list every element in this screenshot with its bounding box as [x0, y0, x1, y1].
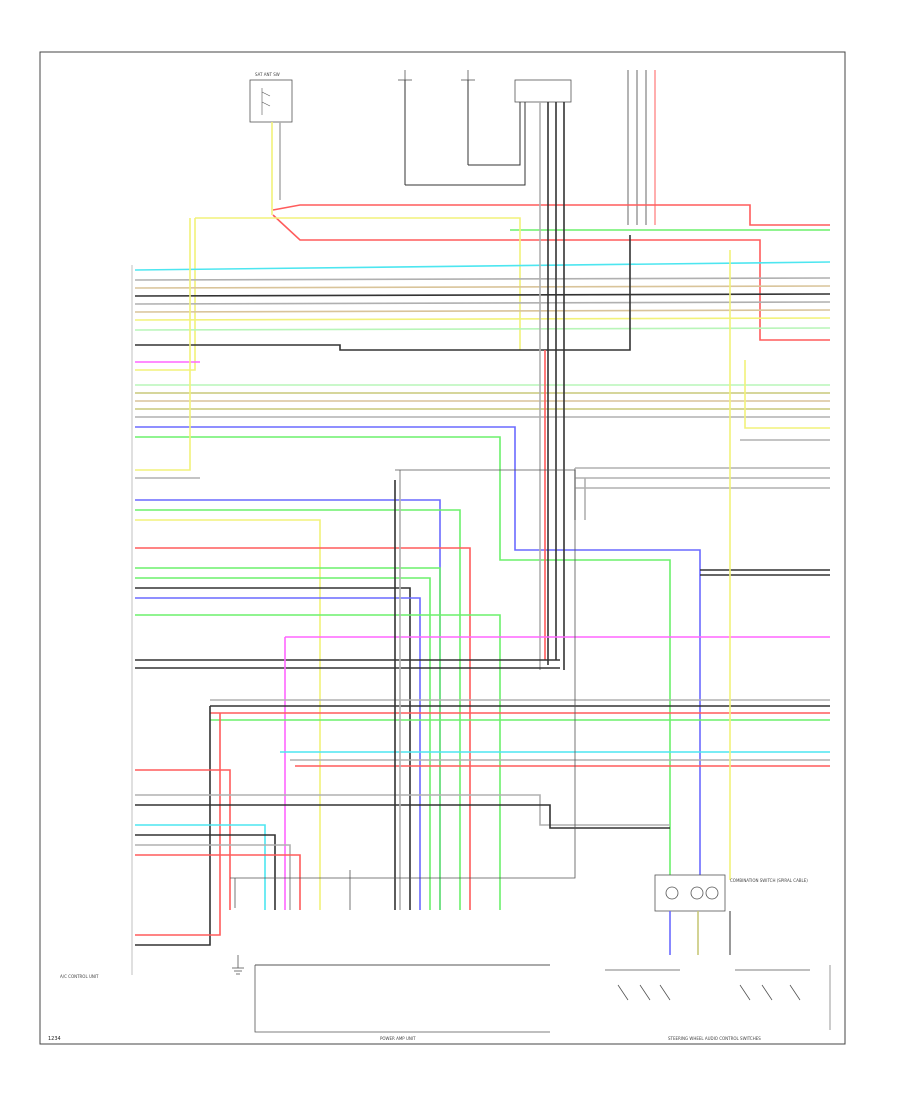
- combination-switch: COMBINATION SWITCH (SPIRAL CABLE): [654, 874, 808, 955]
- middle-wire-bundle: [135, 218, 830, 880]
- upper-wire-bundle: [134, 204, 831, 371]
- combination-switch-label: COMBINATION SWITCH (SPIRAL CABLE): [730, 878, 808, 883]
- top-left-box-label: SAT ANT SW: [255, 72, 280, 77]
- power-amp-unit: POWER AMP UNIT: [230, 469, 576, 1041]
- antenna-right: [461, 70, 475, 165]
- ground-symbol: [232, 955, 244, 975]
- top-right-connector: [627, 70, 656, 225]
- diagram-border: [39, 51, 846, 1045]
- top-antenna-module: [514, 79, 572, 103]
- steering-switches: STEERING WHEEL AUDIO CONTROL SWITCHES: [605, 965, 831, 1041]
- lower-wire-bundle: [135, 250, 830, 946]
- vertical-trunk: [271, 102, 565, 670]
- control-unit-label: A/C CONTROL UNIT: [60, 974, 99, 979]
- steering-switches-label: STEERING WHEEL AUDIO CONTROL SWITCHES: [668, 1036, 761, 1041]
- power-amp-unit-label: POWER AMP UNIT: [380, 1036, 416, 1041]
- bottom-left-code: 1234: [48, 1036, 61, 1042]
- top-left-component: SAT ANT SW: [249, 72, 293, 123]
- antenna-left: [398, 70, 412, 185]
